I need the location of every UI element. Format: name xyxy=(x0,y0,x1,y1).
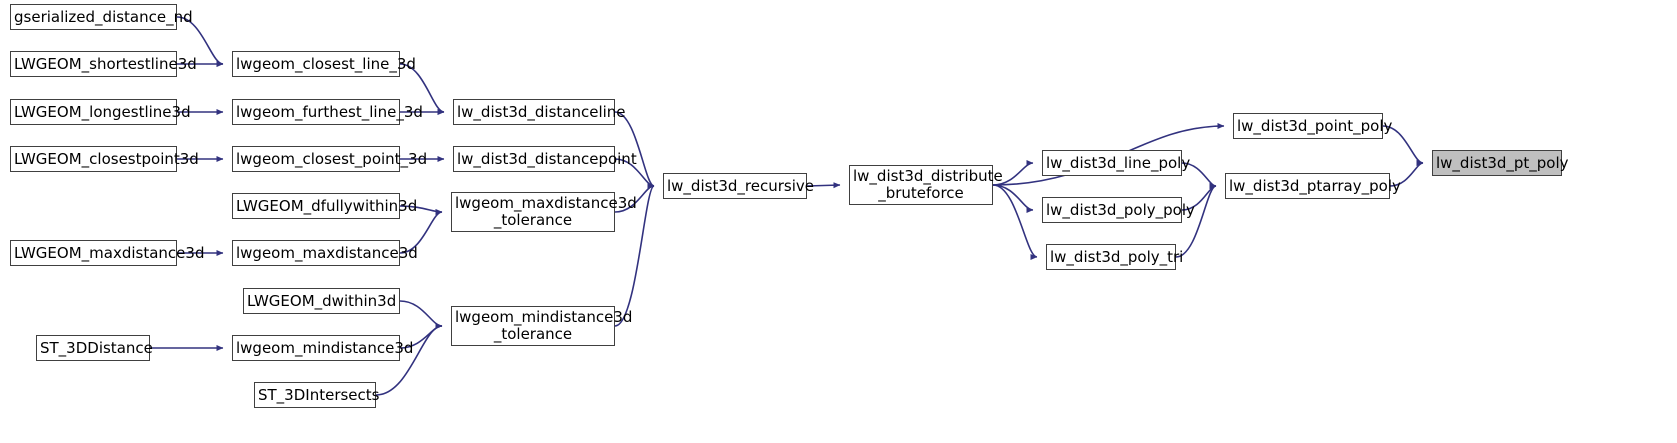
graph-node-label: LWGEOM_shortestline3d xyxy=(14,54,197,73)
graph-node-label: LWGEOM_dfullywithin3d xyxy=(236,196,418,215)
graph-node-st_3dintersects[interactable]: ST_3DIntersects xyxy=(254,382,380,408)
graph-node-lwgeom_closestpoint3d[interactable]: LWGEOM_closestpoint3d xyxy=(10,146,199,172)
graph-node-label: LWGEOM_closestpoint3d xyxy=(14,149,199,168)
graph-node-lwgeom_maxdistance3d[interactable]: lwgeom_maxdistance3d xyxy=(232,240,418,266)
graph-edge xyxy=(1389,159,1424,187)
graph-node-label: ST_3DIntersects xyxy=(258,385,380,404)
graph-node-label: lwgeom_maxdistance3d xyxy=(236,243,418,262)
graph-node-label: lwgeom_mindistance3d xyxy=(236,338,414,357)
graph-node-label: ST_3DDistance xyxy=(40,338,153,357)
graph-node-label: lw_dist3d_recursive xyxy=(667,176,814,195)
graph-node-label: lwgeom_furthest_line_3d xyxy=(236,102,423,121)
graph-node-label: lwgeom_closest_point_3d xyxy=(236,149,428,168)
graph-node-lw_dist3d_recursive[interactable]: lw_dist3d_recursive xyxy=(663,173,814,199)
graph-node-lw_dist3d_line_poly[interactable]: lw_dist3d_line_poly xyxy=(1042,150,1191,176)
graph-node-label: lwgeom_maxdistance3d _tolerance xyxy=(455,194,637,229)
graph-edge xyxy=(375,322,443,396)
graph-node-label: lw_dist3d_poly_tri xyxy=(1050,247,1184,266)
graph-node-st_3ddistance[interactable]: ST_3DDistance xyxy=(36,335,153,361)
graph-node-lwgeom_closest_line_3d[interactable]: lwgeom_closest_line_3d xyxy=(232,51,416,77)
graph-node-label: lwgeom_closest_line_3d xyxy=(236,54,416,73)
graph-node-lwgeom_mindistance3d_tolerance[interactable]: lwgeom_mindistance3d _tolerance xyxy=(451,306,633,346)
graph-edge xyxy=(1175,182,1217,258)
graph-edge xyxy=(614,111,655,190)
graph-node-lw_dist3d_distancepoint[interactable]: lw_dist3d_distancepoint xyxy=(453,146,637,172)
graph-node-label: lw_dist3d_poly_poly xyxy=(1046,200,1195,219)
graph-node-lwgeom_closest_point_3d[interactable]: lwgeom_closest_point_3d xyxy=(232,146,428,172)
graph-node-lwgeom_dwithin3d[interactable]: LWGEOM_dwithin3d xyxy=(243,288,400,314)
graph-node-label: LWGEOM_maxdistance3d xyxy=(14,243,205,262)
graph-node-label: lw_dist3d_distribute _bruteforce xyxy=(853,167,1003,202)
graph-edge xyxy=(399,208,443,254)
graph-node-lw_dist3d_ptarray_poly[interactable]: lw_dist3d_ptarray_poly xyxy=(1225,173,1401,199)
graph-node-lw_dist3d_distribute_bruteforce[interactable]: lw_dist3d_distribute _bruteforce xyxy=(849,165,1003,205)
graph-node-lw_dist3d_poly_tri[interactable]: lw_dist3d_poly_tri xyxy=(1046,244,1184,270)
graph-node-label: lw_dist3d_line_poly xyxy=(1046,153,1191,172)
graph-node-lwgeom_furthest_line_3d[interactable]: lwgeom_furthest_line_3d xyxy=(232,99,423,125)
graph-node-lw_dist3d_pt_poly[interactable]: lw_dist3d_pt_poly xyxy=(1432,150,1569,176)
graph-edge xyxy=(614,183,655,327)
graph-node-label: LWGEOM_dwithin3d xyxy=(247,291,397,310)
graph-node-label: lwgeom_mindistance3d _tolerance xyxy=(455,308,633,343)
graph-node-label: gserialized_distance_nd xyxy=(14,7,193,26)
graph-edge xyxy=(992,159,1034,186)
graph-node-label: lw_dist3d_distanceline xyxy=(457,102,626,121)
graph-node-label: lw_dist3d_point_poly xyxy=(1237,116,1393,135)
graph-node-lwgeom_longestline3d[interactable]: LWGEOM_longestline3d xyxy=(10,99,191,125)
graph-node-gserialized_distance_nd[interactable]: gserialized_distance_nd xyxy=(10,4,193,30)
graph-node-label: lw_dist3d_ptarray_poly xyxy=(1229,176,1401,195)
graph-node-label: lw_dist3d_distancepoint xyxy=(457,149,637,168)
graph-node-lw_dist3d_distanceline[interactable]: lw_dist3d_distanceline xyxy=(453,99,626,125)
graph-node-lwgeom_dfullywithin3d[interactable]: LWGEOM_dfullywithin3d xyxy=(232,193,418,219)
graph-node-label: LWGEOM_longestline3d xyxy=(14,102,191,121)
graph-node-lwgeom_shortestline3d[interactable]: LWGEOM_shortestline3d xyxy=(10,51,197,77)
graph-edge xyxy=(992,184,1038,261)
graph-edge xyxy=(806,182,841,189)
graph-node-label: lw_dist3d_pt_poly xyxy=(1436,153,1569,172)
graph-node-lwgeom_mindistance3d[interactable]: lwgeom_mindistance3d xyxy=(232,335,414,361)
graph-node-lw_dist3d_poly_poly[interactable]: lw_dist3d_poly_poly xyxy=(1042,197,1195,223)
graph-node-lwgeom_maxdistance3d_tolerance[interactable]: lwgeom_maxdistance3d _tolerance xyxy=(451,192,637,232)
graph-node-lw_dist3d_point_poly[interactable]: lw_dist3d_point_poly xyxy=(1233,113,1393,139)
graph-node-lwgeom_maxdistance3d[interactable]: LWGEOM_maxdistance3d xyxy=(10,240,205,266)
graph-edge xyxy=(399,300,443,330)
